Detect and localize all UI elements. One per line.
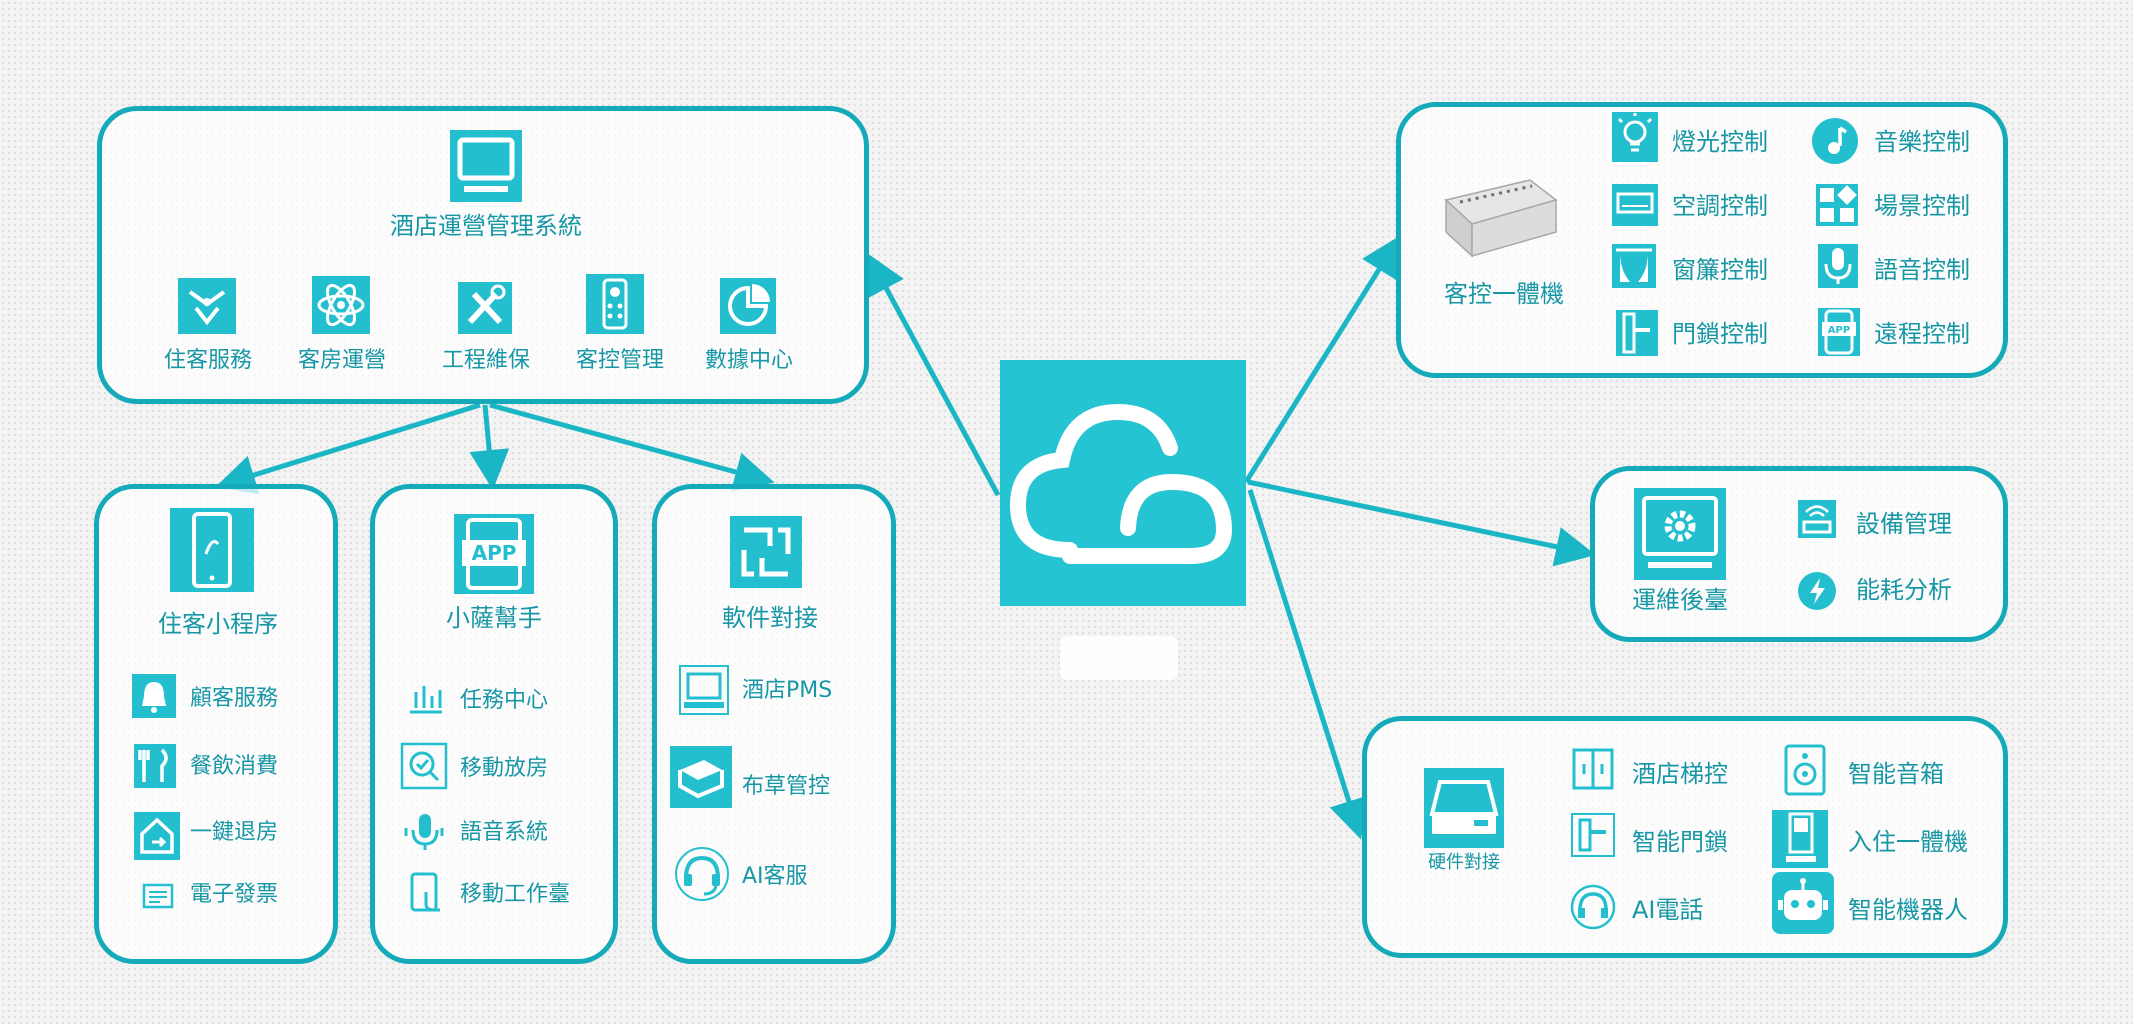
atom-icon: [312, 276, 370, 334]
linen-icon: [670, 746, 732, 808]
room-item-scene: 場景控制: [1874, 192, 1970, 220]
app-phone-icon: APP: [454, 514, 534, 594]
magnifier-check-icon: [400, 742, 448, 790]
robot-icon: [1772, 872, 1834, 934]
assistant-item-mobile-workbench: 移動工作臺: [460, 882, 571, 907]
router-icon: [1798, 500, 1836, 538]
monitor-icon: [450, 130, 522, 202]
module-label-guest-service: 住客服務: [163, 348, 253, 373]
arrow-to-mini-program: [215, 402, 481, 495]
hotel-system-title: 酒店運營管理系統: [390, 212, 582, 240]
voice-mic-icon: [1818, 244, 1858, 288]
hw-item-smart-speaker: 智能音箱: [1848, 760, 1944, 788]
room-item-aircon: 空調控制: [1672, 192, 1768, 220]
hw-item-robot: 智能機器人: [1848, 896, 1968, 924]
mini-item-dining: 餐飲消費: [190, 754, 279, 779]
mini-item-invoice: 電子發票: [190, 882, 279, 907]
hw-item-checkin-kiosk: 入住一體機: [1848, 828, 1968, 856]
guest-service-icon: [178, 278, 236, 334]
hw-item-elevator: 酒店梯控: [1632, 760, 1728, 788]
bell-icon: [132, 674, 176, 718]
ops-item-device-mgmt: 設備管理: [1856, 510, 1952, 538]
arrow-to-hardware: [1247, 489, 1368, 840]
hw-item-smart-lock: 智能門鎖: [1632, 828, 1728, 856]
remote-app-icon: APP: [1818, 308, 1860, 356]
music-note-icon: [1812, 118, 1858, 164]
gear-monitor-icon: [1634, 488, 1726, 580]
cloud-platform-icon: [1000, 360, 1246, 606]
smart-lock-icon: [1570, 812, 1616, 858]
room-item-remote: 遠程控制: [1874, 320, 1970, 348]
controller-device-icon: [1440, 170, 1560, 262]
hardware-title: 硬件對接: [1428, 852, 1500, 873]
arrow-to-assistant: [469, 404, 510, 490]
hw-item-ai-phone: AI電話: [1632, 896, 1704, 924]
mini-program-panel: [94, 484, 338, 964]
scene-grid-icon: [1816, 184, 1858, 226]
curtain-icon: [1612, 244, 1656, 288]
module-label-engineering: 工程維保: [441, 348, 531, 373]
pc-icon: [678, 664, 730, 716]
software-item-pms: 酒店PMS: [742, 678, 833, 703]
headset-icon: [674, 846, 730, 902]
room-item-voice: 語音控制: [1874, 256, 1970, 284]
room-item-music: 音樂控制: [1874, 128, 1970, 156]
arrow-to-hotel-system: [867, 253, 1001, 497]
assistant-item-mobile-release: 移動放房: [460, 756, 549, 781]
room-control-device-label: 客控一體機: [1444, 280, 1564, 308]
software-item-linen: 布草管控: [742, 774, 831, 799]
mini-item-checkout: 一鍵退房: [190, 820, 279, 845]
mini-item-customer-service: 顧客服務: [190, 686, 279, 711]
remote-control-icon: [586, 274, 644, 334]
ops-item-energy: 能耗分析: [1856, 576, 1952, 604]
bulb-icon: [1612, 112, 1658, 162]
ops-backend-title: 運維後臺: [1632, 586, 1728, 614]
energy-bolt-icon: [1798, 572, 1836, 610]
microphone-icon: [402, 810, 448, 854]
cutlery-icon: [134, 744, 176, 788]
elevator-icon: [1570, 746, 1616, 792]
assistant-item-task-center: 任務中心: [460, 688, 549, 713]
speaker-icon: [1780, 744, 1830, 796]
kiosk-icon: [1772, 810, 1828, 868]
mobile-touch-icon: [404, 872, 448, 914]
arrow-to-ops-backend: [1247, 479, 1596, 567]
tools-icon: [458, 282, 512, 334]
remote-app-badge-text: APP: [1828, 325, 1850, 336]
phone-app-icon: [170, 508, 254, 592]
integration-icon: [730, 516, 802, 588]
module-label-data-center: 數據中心: [704, 348, 794, 373]
task-board-icon: [404, 678, 448, 718]
air-conditioner-icon: [1612, 184, 1658, 226]
checkout-house-icon: [134, 812, 180, 860]
pie-chart-icon: [720, 278, 776, 334]
room-item-curtain: 窗簾控制: [1672, 256, 1768, 284]
module-label-room-ops: 客房運營: [297, 348, 387, 373]
invoice-icon: [142, 882, 174, 910]
mini-program-title: 住客小程序: [158, 610, 278, 638]
assistant-item-voice: 語音系統: [460, 820, 549, 845]
assistant-title: 小薩幫手: [446, 604, 542, 632]
hardware-device-icon: [1424, 768, 1504, 848]
room-item-door-lock: 門鎖控制: [1672, 320, 1768, 348]
app-badge-text: APP: [472, 541, 517, 565]
software-item-ai-service: AI客服: [742, 864, 808, 889]
arrow-to-room-control: [1243, 235, 1401, 484]
arrow-to-software: [489, 402, 775, 492]
module-label-room-control: 客控管理: [575, 348, 665, 373]
software-title: 軟件對接: [722, 604, 818, 632]
door-lock-icon: [1616, 310, 1658, 356]
room-item-lighting: 燈光控制: [1672, 128, 1768, 156]
ai-phone-icon: [1570, 884, 1616, 930]
cloud-caption-blur: [1060, 636, 1178, 680]
